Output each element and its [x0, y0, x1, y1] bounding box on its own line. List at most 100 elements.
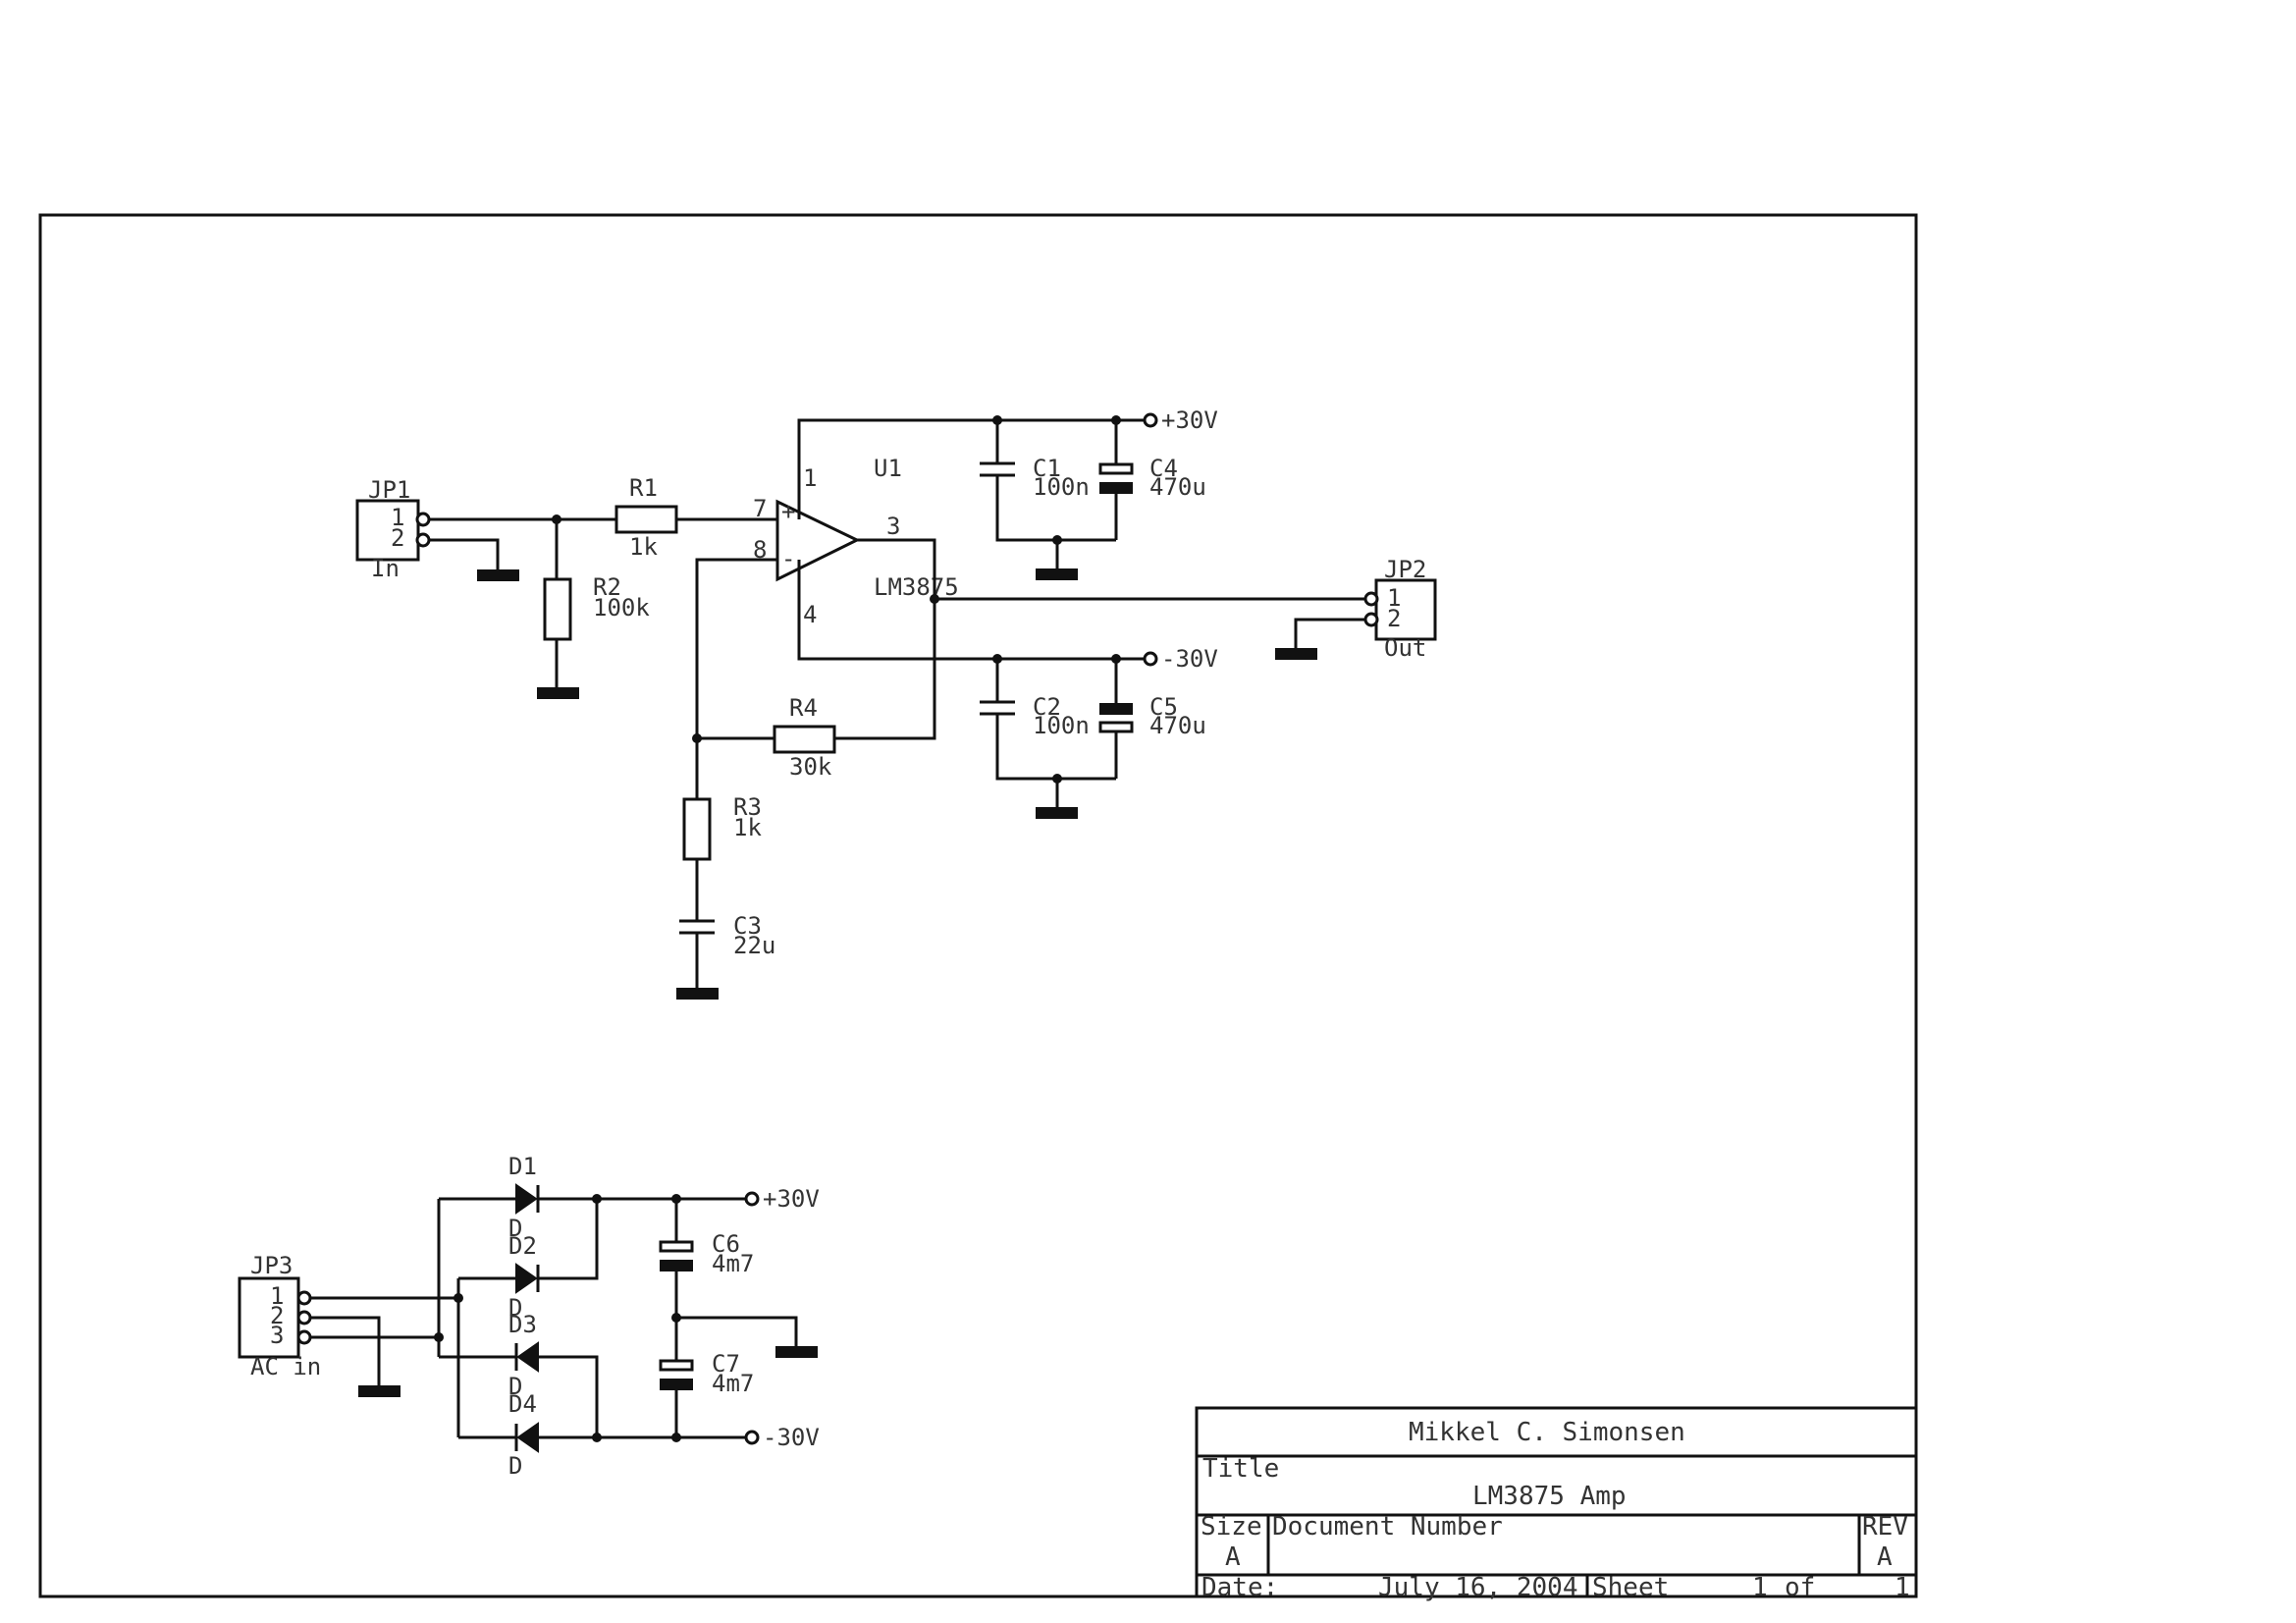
ground-icon: [676, 988, 719, 1000]
jp1-ref: JP1: [368, 476, 410, 504]
wire-c2-bottom: [995, 714, 1116, 781]
r3-ref: R3: [733, 793, 762, 821]
wire-inv-input: [695, 558, 777, 875]
wire-vneg-rail: [797, 560, 1144, 661]
junction-dot: [592, 1194, 602, 1204]
r2-resistor[interactable]: [543, 577, 572, 641]
u1-ref: U1: [874, 455, 902, 482]
u1-pin8: 8: [753, 536, 767, 564]
ground-icon: [775, 1346, 818, 1358]
title-block-sheet-label: Sheet: [1592, 1573, 1669, 1602]
r4-ref: R4: [789, 694, 818, 722]
c6-value: 4m7: [712, 1250, 754, 1277]
vpos-terminal: [1143, 412, 1158, 428]
d2-ref: D2: [508, 1232, 537, 1260]
junction-dot: [592, 1433, 602, 1442]
c5-ref: C5: [1149, 693, 1178, 721]
d3-ref: D3: [508, 1311, 537, 1338]
c5-capacitor-neg[interactable]: [1099, 703, 1133, 715]
wire-output-feedback: [813, 538, 936, 740]
jp3-pin2: 2: [270, 1302, 284, 1329]
jp2-pin1: 1: [1387, 584, 1401, 612]
ground-icon: [537, 687, 579, 699]
jp3-pin1: 1: [270, 1282, 284, 1310]
title-block-title-label: Title: [1202, 1454, 1279, 1484]
d2-value: D: [508, 1294, 522, 1322]
u1-pin1: 1: [803, 464, 817, 492]
r3-value: 1k: [733, 814, 762, 841]
d2-diode[interactable]: [515, 1263, 538, 1294]
vneg-terminal: [1143, 651, 1158, 667]
vpos-label: +30V: [1161, 406, 1218, 434]
u1-opamp[interactable]: + -: [775, 498, 861, 582]
jp1-pin1: 1: [391, 504, 404, 531]
ground-icon: [1275, 648, 1317, 660]
title-block-title: LM3875 Amp: [1472, 1482, 1627, 1511]
d4-value: D: [508, 1452, 522, 1480]
vneg-label: -30V: [1161, 645, 1218, 673]
d1-value: D: [508, 1215, 522, 1242]
r2-value: 100k: [593, 594, 650, 622]
c4-ref: C4: [1149, 455, 1178, 482]
c4-capacitor-neg[interactable]: [1099, 482, 1133, 494]
d3-value: D: [508, 1373, 522, 1400]
c1-ref: C1: [1033, 455, 1061, 482]
c2-ref: C2: [1033, 693, 1061, 721]
wire-ac-gnd: [310, 1316, 381, 1388]
d1-diode[interactable]: [515, 1183, 538, 1215]
amplifier-section: JP1 1 2 In R2 100k R1 1k + - 7 8 1 3: [355, 406, 1437, 1000]
wire-psu-gnd: [676, 1316, 798, 1349]
d3-diode[interactable]: [516, 1341, 539, 1373]
u1-pin3: 3: [886, 513, 900, 540]
c7-ref: C7: [712, 1350, 740, 1378]
r1-resistor[interactable]: [614, 505, 678, 534]
c7-capacitor-pos[interactable]: [659, 1359, 694, 1372]
wire-d3-out: [538, 1355, 599, 1437]
c6-ref: C6: [712, 1230, 740, 1258]
jp2-ref: JP2: [1384, 556, 1426, 583]
jp1-value: In: [371, 555, 400, 582]
title-block-rev-label: REV: [1862, 1512, 1908, 1542]
psu-vpos-terminal: [744, 1191, 760, 1207]
title-block-size: A: [1225, 1542, 1241, 1572]
wire-d2-out: [538, 1199, 599, 1280]
title-block-rev: A: [1877, 1542, 1893, 1572]
r4-value: 30k: [789, 753, 832, 781]
title-block-sheet-num: 1: [1752, 1573, 1768, 1602]
c6-capacitor-pos[interactable]: [659, 1240, 694, 1253]
title-block-sheet-of: of: [1785, 1573, 1815, 1602]
jp2-value: Out: [1384, 634, 1426, 662]
c4-capacitor-pos[interactable]: [1098, 462, 1134, 475]
u1-pin4: 4: [803, 601, 817, 628]
c6-capacitor-neg[interactable]: [660, 1260, 693, 1271]
jp2-connector[interactable]: JP2 1 2 Out: [1363, 556, 1437, 662]
jp3-connector[interactable]: JP3 1 2 3 AC in: [238, 1252, 321, 1380]
ground-icon: [358, 1385, 400, 1397]
r1-value: 1k: [629, 533, 658, 561]
u1-minus-sign: -: [781, 545, 795, 572]
title-block-sheet-total: 1: [1895, 1573, 1910, 1602]
d1-ref: D1: [508, 1153, 537, 1180]
c5-capacitor-pos[interactable]: [1098, 721, 1134, 733]
jp1-pin2: 2: [391, 524, 404, 552]
c7-capacitor-neg[interactable]: [660, 1379, 693, 1390]
psu-vpos-label: +30V: [763, 1185, 820, 1213]
r3-resistor[interactable]: [682, 797, 712, 861]
r4-resistor[interactable]: [773, 725, 836, 754]
power-supply-section: JP3 1 2 3 AC in D1 D D2 D: [238, 1153, 820, 1480]
wire-vpos-rail: [797, 418, 1144, 519]
c1-value: 100n: [1033, 473, 1090, 501]
c4-value: 470u: [1149, 473, 1206, 501]
jp3-pin3: 3: [270, 1322, 284, 1349]
u1-plus-sign: +: [781, 498, 795, 525]
psu-vneg-terminal: [744, 1430, 760, 1445]
d4-diode[interactable]: [516, 1422, 539, 1453]
ground-icon: [477, 569, 519, 581]
title-block-docnum-label: Document Number: [1272, 1512, 1503, 1542]
r1-ref: R1: [629, 474, 658, 502]
jp1-connector[interactable]: JP1 1 2 In: [355, 476, 431, 582]
wire-jp2-gnd: [1294, 618, 1365, 651]
c7-value: 4m7: [712, 1370, 754, 1397]
title-block-author: Mikkel C. Simonsen: [1409, 1418, 1685, 1447]
